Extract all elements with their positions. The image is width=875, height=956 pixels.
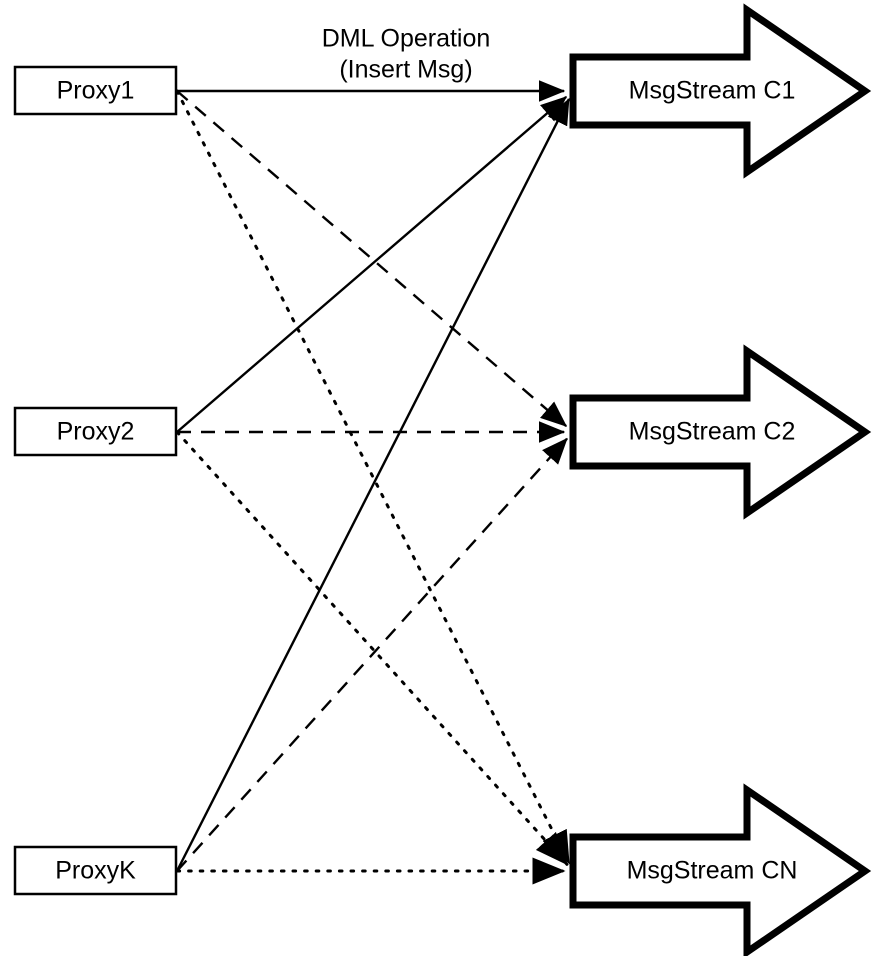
edge-label-line1: DML Operation [322, 25, 491, 53]
proxy-label: Proxy1 [57, 77, 135, 105]
stream-node-stream_c1[interactable]: MsgStream C1 [569, 3, 872, 179]
edge-p2-cn [175, 430, 569, 866]
proxy-box[interactable] [13, 406, 178, 457]
edge-label-layer: DML Operation (Insert Msg) [322, 25, 491, 84]
edge-label-line2: (Insert Msg) [339, 56, 472, 84]
edges-layer [175, 80, 571, 885]
proxy-label: ProxyK [55, 857, 136, 885]
edge-pk-c1 [175, 97, 570, 872]
proxy-box[interactable] [13, 65, 178, 116]
proxy-node-proxy1[interactable]: Proxy1 [13, 65, 178, 116]
stream-node-stream_cn[interactable]: MsgStream CN [569, 783, 872, 956]
stream-label: MsgStream CN [627, 857, 798, 885]
proxy-node-proxyk[interactable]: ProxyK [13, 845, 178, 896]
stream-label: MsgStream C2 [629, 418, 796, 446]
stream-arrow-shape[interactable] [569, 3, 872, 179]
stream-label: MsgStream C1 [629, 77, 796, 105]
edge-p1-c2 [176, 90, 568, 428]
stream-arrow-shape[interactable] [569, 344, 872, 520]
edge-p1-cn [175, 89, 571, 865]
proxy-box[interactable] [13, 845, 178, 896]
edge-pk-c2 [176, 437, 568, 872]
edge-p2-c1 [176, 95, 568, 433]
stream-arrow-shape[interactable] [569, 783, 872, 956]
stream-node-stream_c2[interactable]: MsgStream C2 [569, 344, 872, 520]
proxy-label: Proxy2 [57, 418, 135, 446]
proxy-node-proxy2[interactable]: Proxy2 [13, 406, 178, 457]
streams-layer: MsgStream C1 MsgStream C2 MsgStream CN [569, 3, 872, 956]
